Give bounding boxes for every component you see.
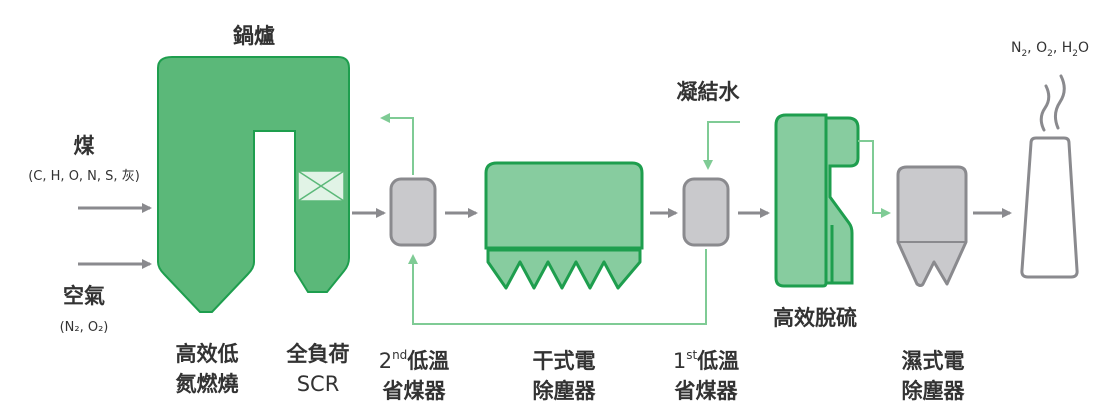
- dry-esp-label-line1: 干式電: [533, 349, 596, 373]
- coal-label: 煤: [74, 134, 95, 158]
- boiler: [157, 56, 350, 313]
- coal-composition: (C, H, O, N, S, 灰): [28, 169, 140, 184]
- eco1-unit: [682, 177, 730, 247]
- dry-esp-hoppers: [486, 248, 642, 290]
- burner-label-line1: 高效低: [176, 342, 239, 366]
- smoke-plume-left: [1039, 84, 1051, 132]
- eco1-label-line1: 1st低溫: [673, 348, 739, 373]
- wet-esp-label-line1: 濕式電: [902, 349, 965, 373]
- condensate-label: 凝結水: [677, 80, 741, 104]
- dry-esp-body: [484, 161, 644, 250]
- eco1-label-line2: 省煤器: [674, 379, 739, 403]
- wet-esp-label-line2: 除塵器: [902, 379, 966, 403]
- boiler-furnace-body: [157, 56, 350, 313]
- smoke-plume-right: [1053, 74, 1066, 130]
- fgd-side-tower: [824, 116, 860, 285]
- heat-loop-line: [408, 249, 707, 325]
- air-composition: (N₂, O₂): [60, 320, 109, 335]
- eco2-label-line2: 省煤器: [382, 379, 447, 403]
- scr-label-line2: SCR: [297, 372, 340, 396]
- dry-esp: [484, 161, 644, 290]
- scr-label-line1: 全負荷: [286, 342, 350, 366]
- heat-return-line-up: [380, 113, 414, 175]
- fgd-label: 高效脫硫: [773, 306, 857, 330]
- flow-arrow-fgd-to-wet-esp: [858, 140, 891, 218]
- eco2-label-line1: 2nd低溫: [379, 348, 450, 373]
- wet-esp-body: [896, 165, 968, 287]
- dry-esp-label-line2: 除塵器: [533, 379, 597, 403]
- boiler-label: 鍋爐: [233, 24, 275, 48]
- eco2-unit: [389, 177, 437, 247]
- air-label: 空氣: [63, 284, 105, 308]
- stack-emission-label: N2, O2, H2O: [1011, 40, 1089, 59]
- fgd-body: [774, 113, 828, 288]
- burner-label-line2: 氮燃燒: [176, 372, 239, 396]
- fgd-absorber: [774, 113, 860, 288]
- stack-chimney: [1020, 136, 1079, 279]
- condensate-input-line: [703, 121, 740, 170]
